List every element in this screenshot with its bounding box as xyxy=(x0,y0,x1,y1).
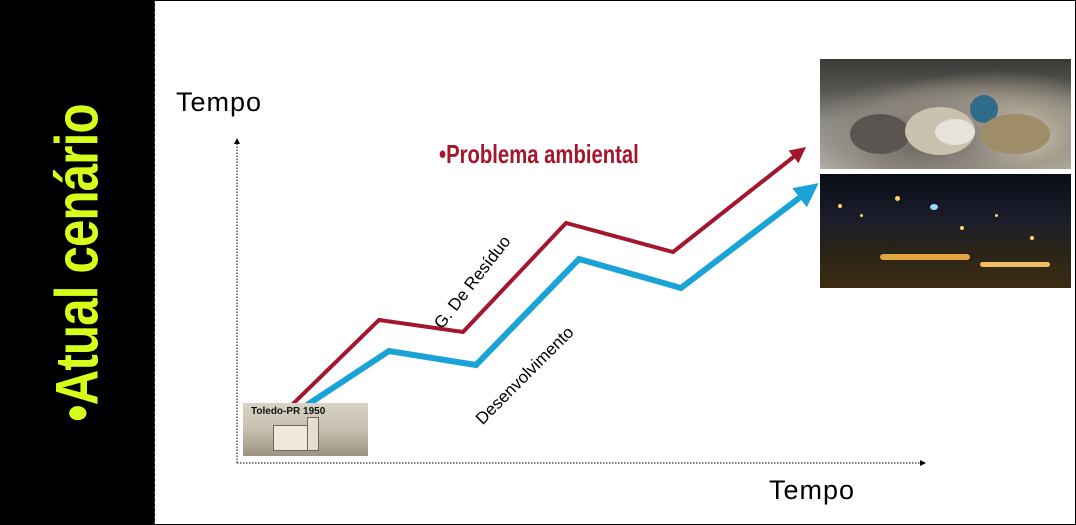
city-light xyxy=(980,262,1050,267)
city-light xyxy=(930,204,938,210)
y-axis-label: Tempo xyxy=(176,87,263,117)
side-band: •Atual cenário xyxy=(1,1,155,524)
city-light xyxy=(880,254,970,260)
city-light xyxy=(995,214,998,217)
waste-bag xyxy=(980,114,1050,154)
toledo-tower xyxy=(307,417,319,451)
city-light xyxy=(1030,236,1034,240)
waste-bag xyxy=(850,114,910,154)
city-light xyxy=(860,214,863,217)
city-photo xyxy=(820,174,1071,288)
waste-bag xyxy=(935,119,975,145)
headline: •Problema ambiental xyxy=(439,139,639,169)
city-light xyxy=(895,196,900,201)
city-light xyxy=(960,226,964,230)
city-light xyxy=(838,204,842,208)
residuo-line xyxy=(257,147,807,439)
x-axis-label: Tempo xyxy=(769,475,856,505)
toledo-photo: Toledo-PR 1950 xyxy=(243,403,368,456)
waste-photo xyxy=(820,59,1071,169)
desenvolvimento-line xyxy=(261,183,819,437)
toledo-caption: Toledo-PR 1950 xyxy=(251,406,326,417)
